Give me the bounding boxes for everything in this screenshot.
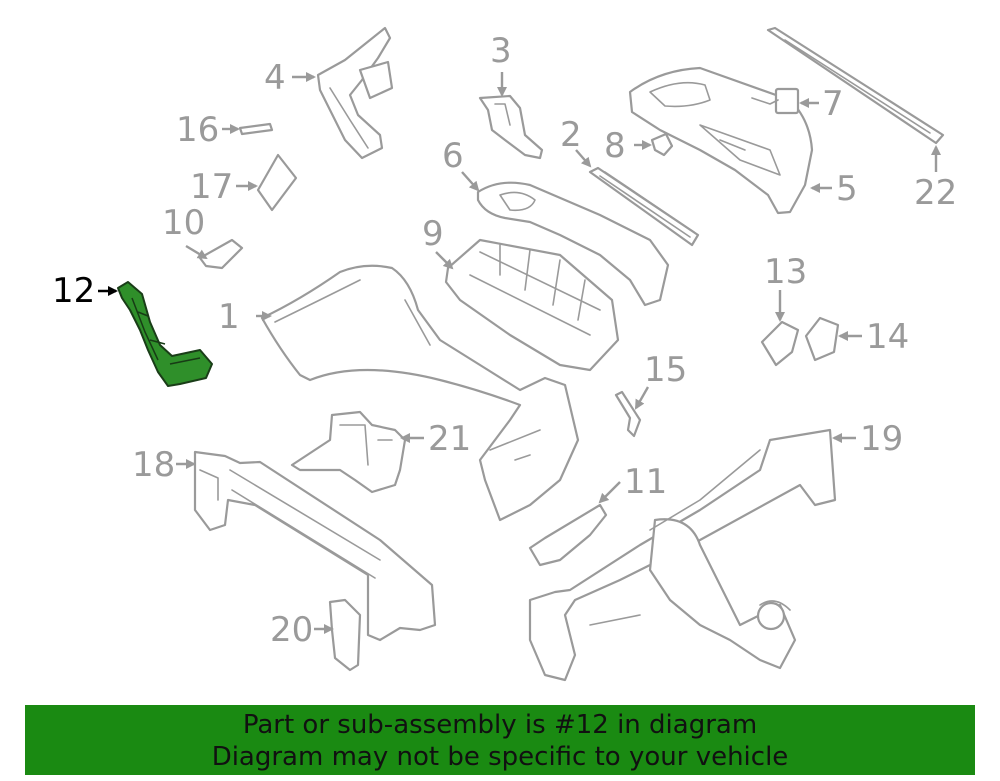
part-3-mount[interactable] [478, 94, 544, 160]
part-6-upper-trim[interactable] [476, 181, 670, 307]
callout-16: 16 [176, 110, 219, 150]
callout-11: 11 [624, 462, 667, 502]
callout-6: 6 [442, 136, 464, 176]
callout-3: 3 [490, 31, 512, 71]
part-7-clip[interactable] [751, 87, 800, 115]
part-18-reinforcement-beam[interactable] [193, 450, 437, 642]
callout-labels: 4 3 2 8 7 5 6 22 9 10 16 17 1 12 13 14 1… [52, 31, 957, 650]
callout-22: 22 [914, 173, 957, 213]
part-19-trailer-hitch[interactable] [528, 428, 837, 682]
callout-13: 13 [764, 252, 807, 292]
part-20-plate[interactable] [328, 598, 362, 672]
part-10-clip[interactable] [198, 238, 244, 270]
callout-17: 17 [190, 167, 233, 207]
part-2-grille[interactable] [588, 166, 700, 247]
leader-lines [98, 72, 941, 634]
part-9-absorber[interactable] [444, 238, 620, 372]
callout-10: 10 [162, 203, 205, 243]
callout-1: 1 [218, 297, 240, 337]
part-1-bumper-cover[interactable] [260, 264, 580, 522]
callout-5: 5 [836, 169, 858, 209]
part-12-bracket-highlighted[interactable] [117, 281, 213, 387]
callout-2: 2 [560, 115, 582, 155]
callout-12: 12 [52, 271, 95, 311]
part-15-trim[interactable] [614, 390, 642, 438]
part-16-strip[interactable] [238, 122, 274, 136]
info-banner: Part or sub-assembly is #12 in diagram D… [25, 705, 975, 775]
callout-8: 8 [604, 126, 626, 166]
callout-20: 20 [270, 610, 313, 650]
callout-15: 15 [644, 350, 687, 390]
callout-7: 7 [822, 84, 844, 124]
callout-21: 21 [428, 419, 471, 459]
part-22-trim-strip[interactable] [766, 26, 945, 145]
part-21-bracket[interactable] [290, 410, 407, 494]
callout-18: 18 [132, 445, 175, 485]
part-4-side-bracket[interactable] [316, 26, 394, 160]
banner-line-2: Diagram may not be specific to your vehi… [211, 742, 789, 772]
part-11-reflector[interactable] [528, 503, 608, 567]
part-8-bracket[interactable] [650, 132, 674, 157]
part-13-sensor-holder[interactable] [760, 320, 800, 367]
callout-4: 4 [264, 58, 286, 98]
part-17-reflector[interactable] [256, 153, 298, 212]
banner-line-1: Part or sub-assembly is #12 in diagram [242, 710, 758, 740]
part-14-sensor-ring[interactable] [804, 316, 840, 362]
part-5-lower-panel[interactable] [628, 66, 814, 215]
callout-19: 19 [860, 419, 903, 459]
parts-diagram: 4 3 2 8 7 5 6 22 9 10 16 17 1 12 13 14 1… [52, 26, 957, 682]
callout-14: 14 [866, 317, 909, 357]
callout-9: 9 [422, 214, 444, 254]
